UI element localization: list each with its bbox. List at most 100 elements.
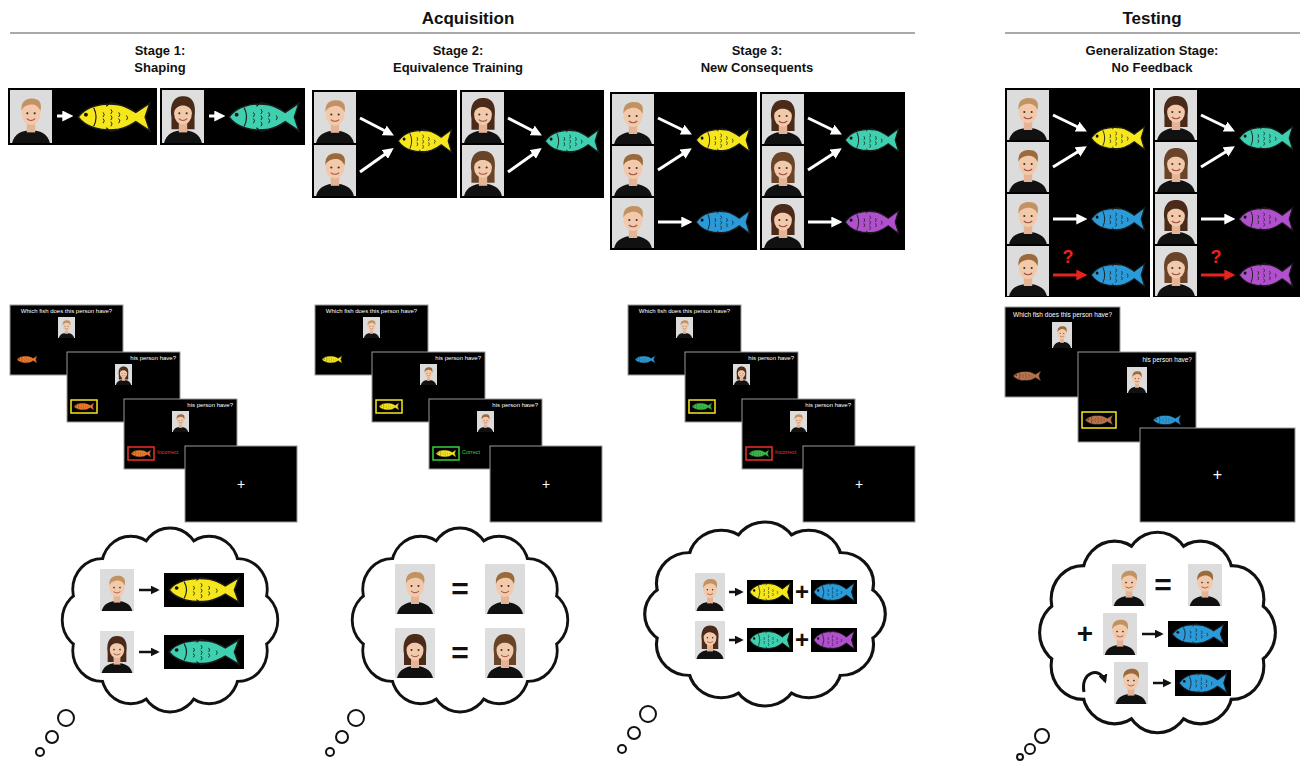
association-panel (10, 90, 52, 143)
trial-screen (185, 446, 297, 522)
association-panel (762, 146, 804, 196)
thought-cloud (1179, 673, 1227, 694)
association-panel (462, 145, 504, 196)
feedback-text: Incorrect (157, 449, 178, 455)
thought-cloud (354, 530, 567, 711)
trial-screen (1127, 367, 1147, 393)
question-text: Which fish does this person have? (639, 308, 730, 315)
thought-cloud (139, 651, 157, 654)
thought-cloud (695, 573, 725, 611)
thought-cloud (640, 706, 656, 722)
thought-cloud (811, 628, 857, 652)
association-panel (1005, 88, 1300, 297)
screen-panel: + (185, 446, 297, 522)
thought-cloud (348, 710, 364, 726)
section-rule (10, 33, 1300, 34)
thought-cloud (58, 710, 74, 726)
trial-screen (749, 450, 769, 458)
association-panel (314, 145, 356, 196)
association-panel (1053, 274, 1084, 277)
section-rule (1005, 33, 1300, 34)
association-panel (1201, 218, 1232, 221)
thought-cloud (750, 631, 790, 650)
association-panel (1155, 246, 1197, 296)
thought-cloud (729, 591, 741, 594)
association-panel (658, 150, 689, 170)
thought-cloud (1025, 744, 1035, 754)
trial-screen (420, 364, 437, 385)
trial-screen (10, 305, 297, 522)
association-panel (312, 90, 457, 198)
screen-panel: his person have?Correct (429, 399, 542, 469)
thought-cloud (485, 564, 525, 614)
trial-screen (58, 317, 75, 338)
thought-cloud (1017, 534, 1274, 760)
association-panel (808, 221, 839, 224)
association-panel (1239, 207, 1292, 231)
thought-cloud (326, 530, 566, 756)
screen-panel: + (490, 446, 602, 522)
stage-heading: Shaping (134, 61, 185, 74)
association-panel (612, 94, 654, 144)
association-panel (229, 102, 299, 131)
thought-cloud (1103, 613, 1137, 655)
trial-screen (17, 356, 37, 364)
trial-screen (74, 403, 94, 411)
association-panel (460, 90, 604, 198)
thought-cloud (336, 731, 348, 743)
association-panel (808, 118, 839, 133)
trial-screen (436, 450, 456, 458)
thought-cloud (395, 628, 435, 678)
thought-cloud (1041, 534, 1274, 731)
association-panel (1153, 88, 1300, 297)
association-panel (1091, 207, 1144, 231)
association-panel (1007, 194, 1049, 244)
association-panel (209, 115, 222, 118)
trial-screen (71, 400, 97, 413)
thought-cloud (1168, 621, 1228, 647)
association-panel (312, 90, 604, 198)
screen-panel: his person have? (685, 352, 798, 422)
trial-screen (689, 400, 715, 413)
thought-cloud (814, 631, 854, 650)
trial-screen (1153, 415, 1181, 425)
thought-cloud (169, 639, 239, 665)
association-panel (612, 146, 654, 196)
association-panel (1053, 148, 1084, 167)
thought-cloud (395, 564, 435, 614)
thought-cloud (139, 589, 157, 592)
trial-screen (433, 447, 459, 460)
trial-screen (1005, 307, 1295, 522)
stage-heading: Stage 2: (433, 44, 484, 57)
trial-screen (115, 364, 132, 385)
trial-screen (692, 403, 712, 411)
trial-screen (1140, 428, 1295, 522)
trial-screen (379, 403, 399, 411)
thought-cloud (1188, 564, 1222, 606)
association-panel (8, 88, 305, 145)
screen-panel: Which fish does this person have? (628, 305, 741, 375)
question-mark: ? (1211, 248, 1222, 266)
question-text: his person have? (130, 355, 176, 362)
trial-screen (790, 411, 807, 432)
trial-screen (477, 411, 494, 432)
thought-cloud (747, 580, 793, 604)
question-text: his person have? (805, 402, 851, 409)
association-panel (658, 118, 689, 133)
stage-heading: Stage 3: (732, 44, 783, 57)
trial-screen (1052, 322, 1072, 348)
thought-cloud (618, 745, 626, 753)
stage-heading: Stage 1: (135, 44, 186, 57)
screen-panel: his person have? (372, 352, 485, 422)
question-text: his person have? (1142, 356, 1192, 363)
thought-cloud (46, 731, 58, 743)
association-panel (696, 210, 749, 234)
association-panel (808, 150, 839, 170)
thought-cloud (750, 583, 790, 602)
association-panel (8, 88, 157, 145)
screen-panel: his person have? (1078, 352, 1196, 442)
association-panel (1053, 218, 1084, 221)
trial-screen (322, 356, 342, 364)
association-panel (360, 118, 391, 134)
